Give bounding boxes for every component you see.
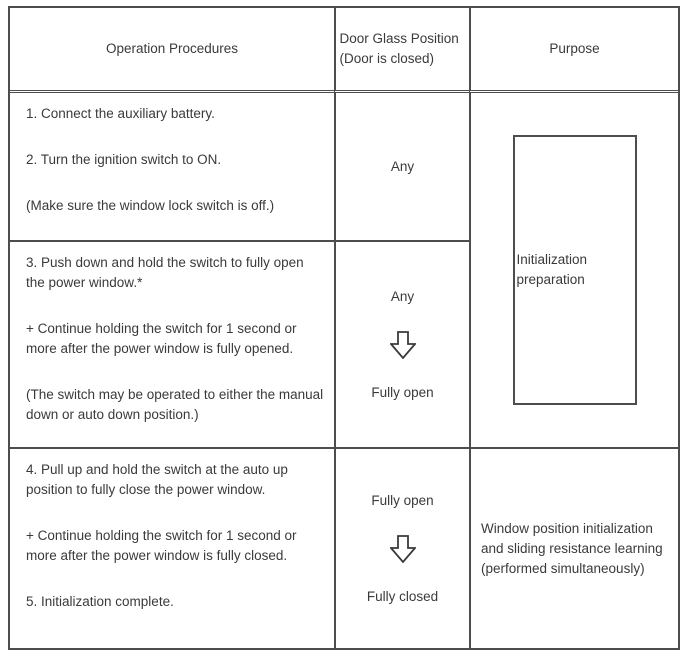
procedure-note: (The switch may be operated to either th… xyxy=(26,387,324,422)
door-glass-position-row-2: Any Fully open xyxy=(334,240,469,447)
header-purpose: Purpose xyxy=(469,8,678,93)
procedure-table: Operation Procedures Door Glass Position… xyxy=(8,6,680,650)
procedure-step: 3. Push down and hold the switch to full… xyxy=(26,255,304,290)
procedure-note: (Make sure the window lock switch is off… xyxy=(26,198,275,213)
procedure-step: + Continue holding the switch for 1 seco… xyxy=(26,321,297,356)
procedure-step: 1. Connect the auxiliary battery. xyxy=(26,106,215,121)
procedures-row-1: 1. Connect the auxiliary battery. 2. Tur… xyxy=(10,93,334,240)
down-arrow-icon xyxy=(389,534,416,563)
down-arrow-icon xyxy=(389,330,416,359)
header-door-glass-position: Door Glass Position (Door is closed) xyxy=(334,8,469,93)
header-purpose-label: Purpose xyxy=(549,41,600,56)
procedure-step: 5. Initialization complete. xyxy=(26,594,174,609)
position-label: Any xyxy=(390,158,415,174)
procedure-step: + Continue holding the switch for 1 seco… xyxy=(26,528,297,563)
procedure-step: 4. Pull up and hold the switch at the au… xyxy=(26,462,288,497)
purpose-initialization-preparation-cell: Initialization preparation xyxy=(469,93,678,447)
procedures-row-2: 3. Push down and hold the switch to full… xyxy=(10,240,334,447)
header-operation-procedures: Operation Procedures xyxy=(10,8,334,93)
purpose-text-line: (performed simultaneously) xyxy=(481,560,645,576)
procedure-step: 2. Turn the ignition switch to ON. xyxy=(26,152,222,167)
position-label: Any xyxy=(390,288,415,304)
procedures-row-3: 4. Pull up and hold the switch at the au… xyxy=(10,447,334,648)
door-glass-position-row-3: Fully open Fully closed xyxy=(334,447,469,648)
door-glass-position-row-1: Any xyxy=(334,93,469,240)
header-operation-procedures-label: Operation Procedures xyxy=(105,41,239,56)
position-label: Fully open xyxy=(371,492,434,508)
position-label: Fully open xyxy=(371,384,434,400)
initialization-preparation-label: Initialization preparation xyxy=(516,252,588,287)
initialization-preparation-box: Initialization preparation xyxy=(512,135,637,405)
purpose-text-line: Window position initialization xyxy=(481,520,653,536)
purpose-text-line: and sliding resistance learning xyxy=(481,540,663,556)
position-label: Fully closed xyxy=(366,588,439,604)
header-door-glass-position-label: Door Glass Position (Door is closed) xyxy=(339,31,459,66)
purpose-window-initialization-cell: Window position initialization and slidi… xyxy=(469,447,678,648)
